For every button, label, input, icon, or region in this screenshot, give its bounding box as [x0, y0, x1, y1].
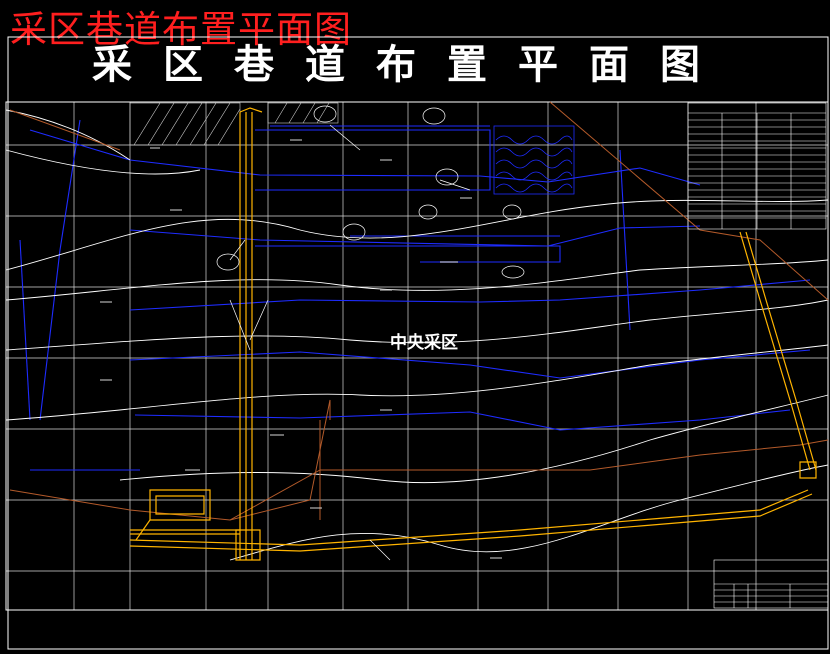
roadways [129, 107, 817, 561]
annotation-leaders [216, 105, 525, 561]
overlay-title: 采区巷道布置平面图 [10, 8, 352, 51]
blue-workings [19, 119, 811, 471]
title-block [713, 559, 829, 609]
drawing-title: 采区巷道布置平面图 [92, 42, 731, 88]
coordinate-grid [6, 102, 828, 610]
hatched-area [129, 102, 339, 146]
inner-frame [5, 101, 829, 611]
symbol-legend-table [687, 102, 827, 230]
contour-lines [5, 109, 829, 561]
goaf-area [493, 125, 575, 195]
boundary-lines [9, 101, 829, 521]
small-annotations [100, 139, 502, 559]
